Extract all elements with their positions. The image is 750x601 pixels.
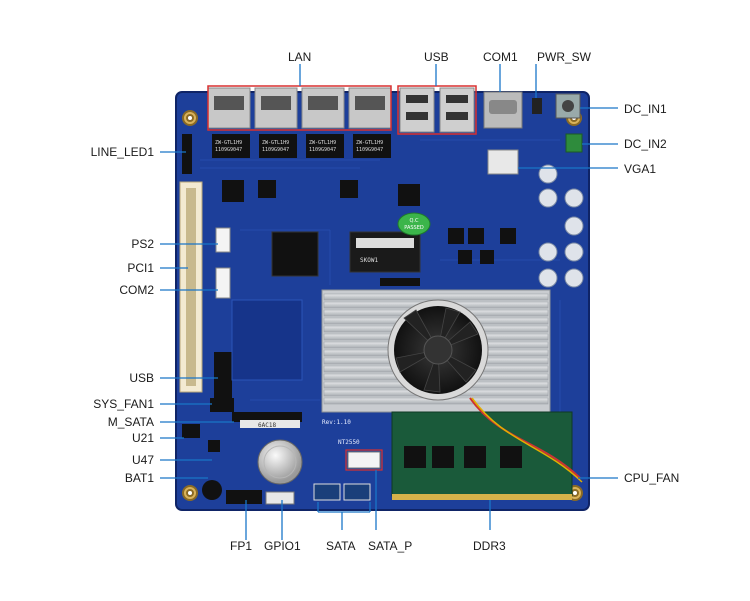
label-gpio1: GPIO1 bbox=[264, 539, 301, 553]
ethernet-chip-sublabel: 1109G9047 bbox=[356, 147, 383, 153]
label-u47: U47 bbox=[131, 453, 154, 467]
cmos-battery bbox=[202, 439, 303, 500]
ddr3-module bbox=[391, 397, 583, 500]
qc-text: Q.C bbox=[409, 218, 419, 224]
com1-port bbox=[483, 91, 523, 129]
ethernet-chip-label: ZW-GTL1H9 bbox=[215, 140, 242, 146]
qc-sticker: Q.C PASSED bbox=[397, 212, 431, 236]
bottom-headers bbox=[226, 449, 383, 505]
vga-header bbox=[487, 149, 519, 175]
pci-slot bbox=[179, 181, 203, 393]
label-pwr-sw: PWR_SW bbox=[537, 50, 591, 64]
chip-label: SKOW1 bbox=[360, 257, 378, 264]
ethernet-chip-sublabel: 1109G9047 bbox=[309, 147, 336, 153]
label-sys-fan1: SYS_FAN1 bbox=[93, 397, 154, 411]
label-bat1: BAT1 bbox=[124, 471, 154, 485]
label-line-led1: LINE_LED1 bbox=[90, 145, 154, 159]
label-u21: U21 bbox=[131, 431, 154, 445]
label-ps2: PS2 bbox=[131, 237, 154, 251]
ethernet-chip-sublabel: 1109G9047 bbox=[215, 147, 242, 153]
rev-marking: Rev:1.10 bbox=[322, 419, 351, 426]
ethernet-chip-label: ZW-GTL1H9 bbox=[262, 140, 289, 146]
label-pci1: PCI1 bbox=[127, 261, 154, 275]
power-connectors bbox=[532, 93, 583, 153]
slot-marking: 6AC18 bbox=[258, 422, 276, 429]
label-usb-left: USB bbox=[129, 371, 154, 385]
label-cpu-fan: CPU_FAN bbox=[624, 471, 680, 485]
heatsink bbox=[321, 289, 551, 413]
label-dc-in1: DC_IN1 bbox=[624, 102, 667, 116]
lan-ports bbox=[207, 85, 392, 131]
label-lan: LAN bbox=[288, 50, 312, 64]
board-silkscreen: Rev:1.10 NT2550 bbox=[322, 419, 360, 446]
label-sata: SATA bbox=[326, 539, 356, 553]
label-usb-top: USB bbox=[424, 50, 449, 64]
chips: SKOW1 bbox=[222, 180, 421, 381]
usb-top-ports bbox=[397, 85, 477, 135]
label-fp1: FP1 bbox=[230, 539, 253, 553]
qc-text: PASSED bbox=[404, 225, 424, 231]
label-vga1: VGA1 bbox=[624, 162, 657, 176]
msata-slot: 6AC18 bbox=[232, 412, 302, 429]
ethernet-chip-label: ZW-GTL1H9 bbox=[356, 140, 383, 146]
ethernet-chip-sublabel: 1109G9047 bbox=[262, 147, 289, 153]
label-sata-p: SATA_P bbox=[368, 539, 413, 553]
label-com1: COM1 bbox=[483, 50, 518, 64]
left-headers bbox=[182, 227, 234, 452]
label-dc-in2: DC_IN2 bbox=[624, 137, 667, 151]
ethernet-chips: ZW-GTL1H9 1109G9047 ZW-GTL1H9 1109G9047 … bbox=[212, 134, 391, 158]
label-m-sata: M_SATA bbox=[107, 415, 154, 429]
label-ddr3: DDR3 bbox=[473, 539, 506, 553]
leader-lines bbox=[160, 64, 618, 540]
ethernet-chip-label: ZW-GTL1H9 bbox=[309, 140, 336, 146]
model-marking: NT2550 bbox=[338, 439, 360, 446]
label-com2: COM2 bbox=[119, 283, 154, 297]
capacitors bbox=[380, 164, 584, 288]
line-led-header bbox=[182, 134, 192, 174]
